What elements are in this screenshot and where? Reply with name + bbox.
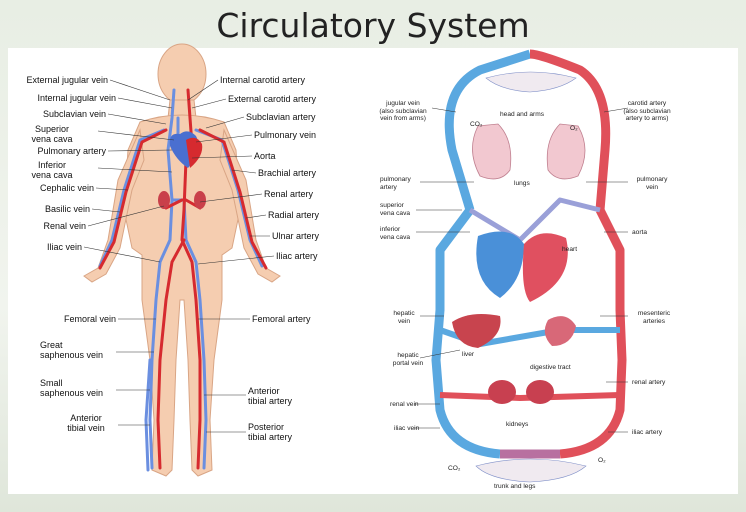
label-iliac-artery: Iliac artery <box>276 251 318 261</box>
label-liver: liver <box>462 351 474 359</box>
label-hepatic-portal-vein: hepatic portal vein <box>388 352 428 367</box>
label-digestive-tract: digestive tract <box>530 364 571 372</box>
label-external-jugular-vein: External jugular vein <box>8 75 108 85</box>
label-inferior-vena-cava: Inferior vena cava <box>8 160 96 180</box>
label-o2-bottom: O₂ <box>598 457 606 465</box>
label-posterior-tibial-artery: Posterior tibial artery <box>248 422 292 442</box>
schematic-leader-lines <box>414 108 628 432</box>
label-external-carotid-artery: External carotid artery <box>228 94 316 104</box>
label-iliac-vein-schematic: iliac vein <box>394 425 419 433</box>
label-inferior-vena-cava-schematic: inferior vena cava <box>380 226 420 241</box>
label-iliac-vein: Iliac vein <box>8 242 82 252</box>
label-cephalic-vein: Cephalic vein <box>8 183 94 193</box>
label-co2-bottom: CO₂ <box>448 465 460 473</box>
digestive-tract <box>545 316 576 346</box>
lungs <box>472 124 585 179</box>
label-superior-vena-cava: Superior vena cava <box>8 124 96 144</box>
label-superior-vena-cava-schematic: superior vena cava <box>380 202 420 217</box>
label-small-saphenous-vein: Small saphenous vein <box>40 378 114 398</box>
label-internal-jugular-vein: Internal jugular vein <box>8 93 116 103</box>
label-brachial-artery: Brachial artery <box>258 168 316 178</box>
label-subclavian-artery: Subclavian artery <box>246 112 316 122</box>
label-radial-artery: Radial artery <box>268 210 319 220</box>
label-iliac-artery-schematic: iliac artery <box>632 429 662 437</box>
label-basilic-vein: Basilic vein <box>8 204 90 214</box>
label-pulmonary-vein-schematic: pulmonary vein <box>632 176 672 191</box>
label-hepatic-vein: hepatic vein <box>386 310 422 325</box>
label-aorta-schematic: aorta <box>632 229 647 237</box>
label-mesenteric-arteries: mesenteric arteries <box>632 310 676 325</box>
label-aorta: Aorta <box>254 151 276 161</box>
label-pulmonary-artery-schematic: pulmonary artery <box>380 176 420 191</box>
label-heart: heart <box>562 246 577 254</box>
label-anterior-tibial-vein: Anterior tibial vein <box>56 413 116 433</box>
label-anterior-tibial-artery: Anterior tibial artery <box>248 386 292 406</box>
label-renal-artery-schematic: renal artery <box>632 379 665 387</box>
label-trunk-and-legs: trunk and legs <box>494 483 535 491</box>
label-ulnar-artery: Ulnar artery <box>272 231 319 241</box>
label-lungs: lungs <box>514 180 530 188</box>
label-o2-top: O₂ <box>570 125 578 133</box>
label-renal-vein: Renal vein <box>8 221 86 231</box>
label-kidneys: kidneys <box>506 421 528 429</box>
label-renal-vein-schematic: renal vein <box>390 401 419 409</box>
label-great-saphenous-vein: Great saphenous vein <box>40 340 114 360</box>
label-subclavian-vein: Subclavian vein <box>8 109 106 119</box>
label-carotid-artery: carotid artery (also subclavian artery t… <box>616 100 678 123</box>
body-silhouette <box>84 44 280 476</box>
label-femoral-vein: Femoral vein <box>8 314 116 324</box>
label-internal-carotid-artery: Internal carotid artery <box>220 75 305 85</box>
label-pulmonary-vein: Pulmonary vein <box>254 130 316 140</box>
label-head-and-arms: head and arms <box>500 111 544 119</box>
heart-schematic <box>476 232 567 303</box>
label-femoral-artery: Femoral artery <box>252 314 311 324</box>
label-renal-artery: Renal artery <box>264 189 313 199</box>
label-pulmonary-artery: Pulmonary artery <box>8 146 106 156</box>
label-co2-top: CO₂ <box>470 121 482 129</box>
label-jugular-vein: jugular vein (also subclavian vein from … <box>372 100 434 123</box>
